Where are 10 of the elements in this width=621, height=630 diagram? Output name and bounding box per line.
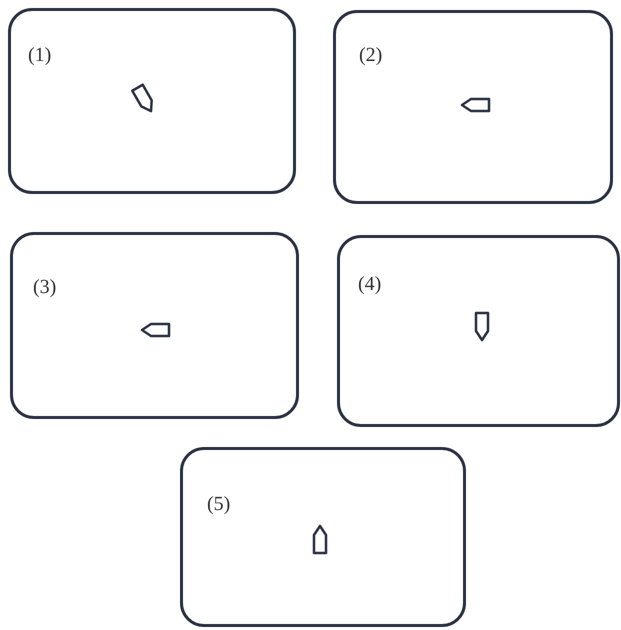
rounded-frame: [180, 447, 466, 627]
panel-number: (5): [207, 494, 230, 514]
rounded-frame: [333, 10, 613, 204]
rounded-frame: [10, 232, 299, 419]
rounded-frame: [8, 8, 296, 194]
rounded-frame: [337, 235, 620, 427]
panel-number: (3): [33, 277, 56, 297]
panel-number: (1): [28, 45, 52, 65]
panel-number: (2): [359, 45, 382, 65]
panel-number: (4): [358, 274, 382, 294]
